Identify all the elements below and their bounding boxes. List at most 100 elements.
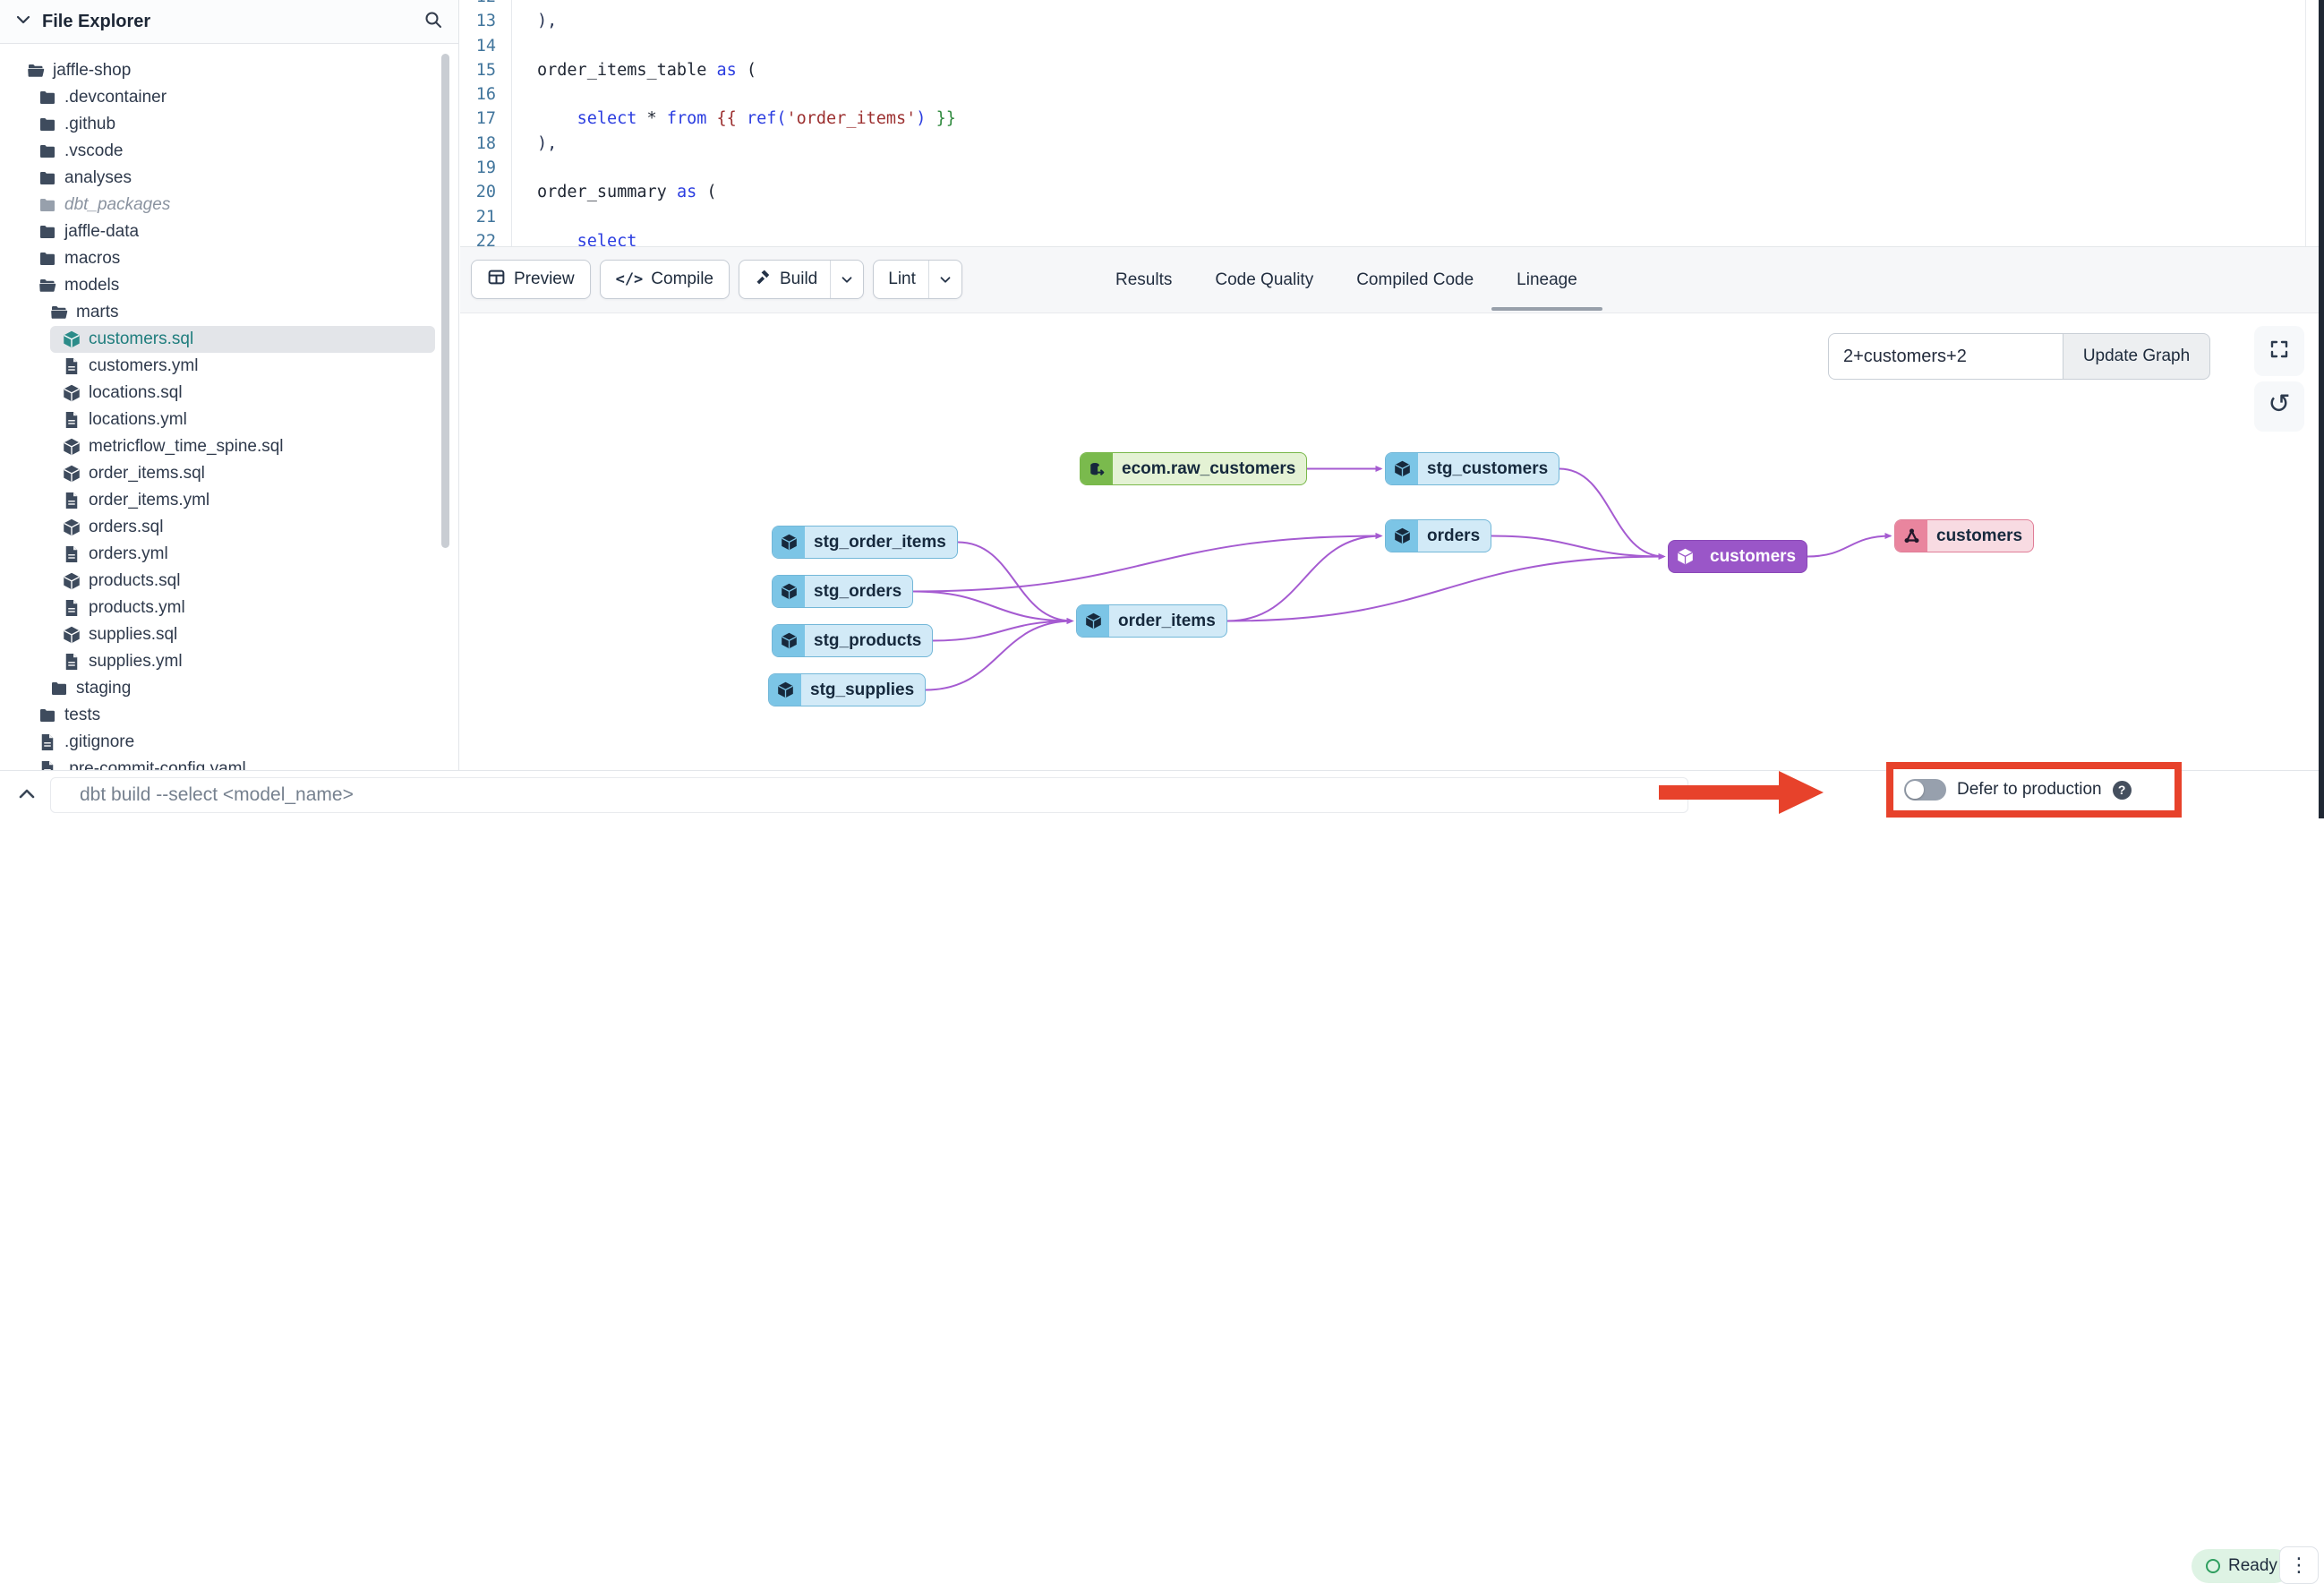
code-line-18: 18), [460,132,2324,156]
defer-to-production-toggle[interactable] [1904,779,1946,801]
tree-item-models[interactable]: models [0,272,458,299]
lineage-node-stg_products[interactable]: stg_products [772,624,934,657]
annotation-arrow [1659,785,1779,800]
line-number: 20 [475,183,496,202]
dbt-command-input[interactable] [50,777,1688,813]
file-explorer-title: File Explorer [42,11,151,31]
chevron-down-icon[interactable] [14,11,32,33]
build-dropdown-chevron-icon[interactable] [830,261,863,298]
tree-item-label: products.yml [89,598,185,617]
tree-item-label: products.sql [89,571,181,590]
tree-item-label: customers.sql [89,330,194,348]
tree-item-marts[interactable]: marts [0,299,458,326]
lineage-node-ecom_raw_customers[interactable]: ecom.raw_customers [1080,452,1308,485]
node-label: stg_customers [1427,458,1549,478]
model-cube-icon [63,465,81,483]
code-line-14: 14 [460,34,2324,58]
tree-item-label: .devcontainer [64,88,167,107]
tree-item-order-items-yml[interactable]: order_items.yml [0,487,458,514]
lineage-node-orders[interactable]: orders [1385,519,1492,552]
chevron-up-icon[interactable] [16,783,38,809]
lint-dropdown-chevron-icon[interactable] [927,261,961,298]
tab-code-quality[interactable]: Code Quality [1215,270,1314,289]
model-cube-icon [63,330,81,348]
lineage-node-customers_semantic[interactable]: customers [1894,519,2035,552]
tree-item--github[interactable]: .github [0,111,458,138]
tree-item-customers-sql[interactable]: customers.sql [0,326,458,353]
sidebar-scrollbar-thumb[interactable] [441,54,449,548]
tree-item-label: .github [64,115,116,133]
lineage-node-stg_order_items[interactable]: stg_order_items [772,526,958,559]
tab-results[interactable]: Results [1115,270,1173,289]
lint-button[interactable]: Lint [874,261,928,298]
folder-icon [38,169,56,187]
preview-button[interactable]: Preview [471,260,591,299]
tree-item-locations-sql[interactable]: locations.sql [0,380,458,407]
lineage-node-stg_customers[interactable]: stg_customers [1385,452,1560,485]
update-graph-button[interactable]: Update Graph [2063,333,2210,380]
lint-button-group: Lint [873,260,962,299]
tree-item-orders-yml[interactable]: orders.yml [0,541,458,568]
tree-item-locations-yml[interactable]: locations.yml [0,407,458,433]
tree-item-jaffle-shop[interactable]: jaffle-shop [0,57,458,84]
compile-button[interactable]: </> Compile [599,260,730,299]
tree-item-label: order_items.sql [89,464,205,483]
fullscreen-icon [2268,338,2290,364]
tree-item-metricflow-time-spine-sql[interactable]: metricflow_time_spine.sql [0,433,458,460]
code-line-19: 19 [460,156,2324,180]
lineage-edges [912,466,1893,691]
tree-item-label: jaffle-data [64,222,140,241]
tree-item-jaffle-data[interactable]: jaffle-data [0,218,458,245]
lineage-node-stg_orders[interactable]: stg_orders [772,575,914,608]
node-label: customers [1936,526,2023,545]
model-cube-icon [773,527,805,558]
editor-scroll-edge [2305,0,2306,246]
lineage-selector-input[interactable] [1828,333,2063,380]
reset-view-button[interactable]: ↺ [2254,381,2304,432]
folder-icon [38,89,56,107]
tree-item--devcontainer[interactable]: .devcontainer [0,84,458,111]
folder-icon [38,196,56,214]
tree-item-label: .gitignore [64,732,135,751]
tree-item-label: models [64,276,120,295]
semantic-layer-icon [1895,520,1927,552]
tree-item-analyses[interactable]: analyses [0,165,458,192]
code-line-12: 12 [460,0,2324,9]
tree-item-products-sql[interactable]: products.sql [0,568,458,595]
lineage-panel: ecom.raw_customers stg_customers stg_order… [460,313,2324,770]
build-button-group: Build [739,260,865,299]
tab-lineage[interactable]: Lineage [1491,247,1602,313]
tree-item-supplies-yml[interactable]: supplies.yml [0,648,458,675]
status-badge[interactable]: Ready [2192,1549,2292,1583]
fullscreen-button[interactable] [2254,326,2304,376]
tab-compiled-code[interactable]: Compiled Code [1356,270,1474,289]
tree-item--gitignore[interactable]: .gitignore [0,729,458,756]
folder-icon [38,706,56,724]
lineage-node-stg_supplies[interactable]: stg_supplies [768,673,927,706]
lineage-node-order_items[interactable]: order_items [1076,604,1227,638]
build-button[interactable]: Build [739,261,830,298]
tree-item-products-yml[interactable]: products.yml [0,595,458,621]
tree-item-customers-yml[interactable]: customers.yml [0,353,458,380]
tree-item-order-items-sql[interactable]: order_items.sql [0,460,458,487]
model-cube-icon [769,674,801,706]
tree-item--vscode[interactable]: .vscode [0,138,458,165]
tree-item-dbt-packages[interactable]: dbt_packages [0,192,458,218]
node-label: orders [1427,526,1481,545]
tree-item-supplies-sql[interactable]: supplies.sql [0,621,458,648]
help-icon[interactable]: ? [2112,780,2132,800]
kebab-menu-button[interactable]: ⋮ [2279,1546,2319,1584]
tree-item-orders-sql[interactable]: orders.sql [0,514,458,541]
doc-icon [63,492,81,509]
action-toolbar: Preview </> Compile Build Lint [460,246,2324,313]
line-number: 16 [475,85,496,105]
tree-item--pre-commit-config-yaml[interactable]: .pre-commit-config.yaml [0,756,458,770]
tree-item-tests[interactable]: tests [0,702,458,729]
tree-item-macros[interactable]: macros [0,245,458,272]
search-icon[interactable] [423,9,444,35]
annotation-arrow-head [1779,771,1824,814]
file-explorer-sidebar: File Explorer jaffle-shop .devcontainer .g… [0,0,459,770]
lineage-node-customers[interactable]: customers [1668,540,1808,573]
tree-item-staging[interactable]: staging [0,675,458,702]
